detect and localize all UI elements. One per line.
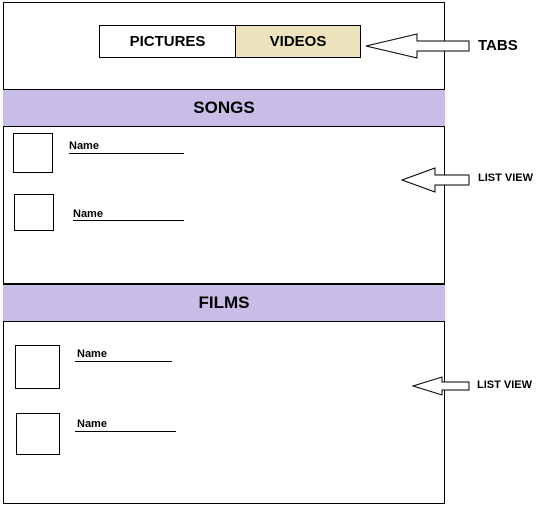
list-item-name[interactable]: Name [69, 140, 99, 152]
list-item-thumbnail[interactable] [16, 413, 60, 455]
list-item-thumbnail[interactable] [14, 194, 54, 231]
name-underline [75, 431, 176, 432]
list-item-name[interactable]: Name [77, 418, 107, 430]
tab-videos[interactable]: VIDEOS [236, 26, 360, 57]
films-list-view: Name Name [3, 322, 445, 504]
list-item-thumbnail[interactable] [15, 345, 60, 389]
list-item-name[interactable]: Name [77, 348, 107, 360]
songs-header: SONGS [3, 89, 445, 127]
tab-bar: PICTURES VIDEOS [99, 25, 361, 58]
list-view-annotation: LIST VIEW [478, 172, 533, 184]
films-header: FILMS [3, 284, 445, 322]
name-underline [73, 220, 184, 221]
list-item-name[interactable]: Name [73, 208, 103, 220]
tabs-annotation: TABS [478, 37, 518, 54]
list-view-arrow-icon [411, 376, 470, 396]
tabs-arrow-icon [365, 33, 470, 59]
list-view-arrow-icon [400, 167, 470, 193]
name-underline [75, 361, 172, 362]
songs-list-view: Name Name [3, 127, 445, 284]
list-item-thumbnail[interactable] [13, 133, 53, 173]
phone-frame [3, 2, 445, 504]
tab-pictures[interactable]: PICTURES [100, 26, 236, 57]
list-view-annotation: LIST VIEW [477, 379, 532, 391]
name-underline [69, 153, 184, 154]
